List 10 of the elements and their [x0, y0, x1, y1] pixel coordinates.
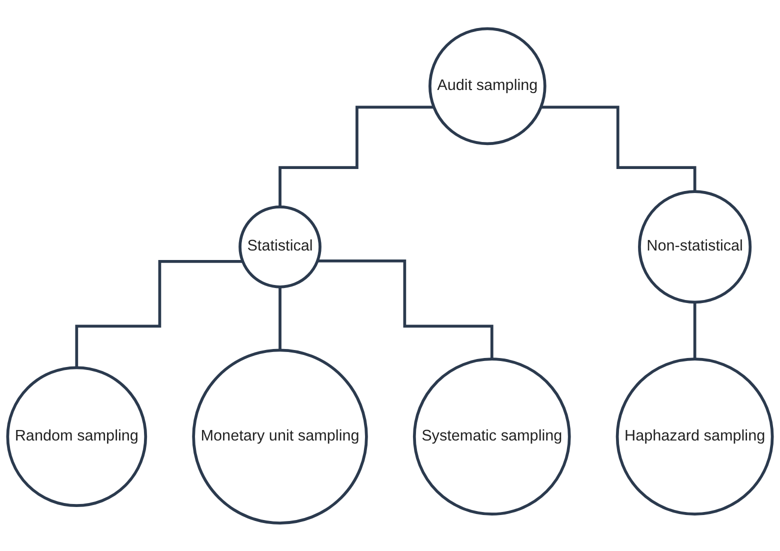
connector — [317, 259, 494, 360]
node-circle: Monetary unit sampling — [192, 348, 368, 524]
connector — [75, 260, 243, 369]
node-circle: Systematic sampling — [412, 357, 571, 516]
node-circle: Random sampling — [6, 366, 148, 507]
node-circle: Statistical — [238, 205, 322, 288]
node-circle: Non-statistical — [638, 190, 752, 304]
node-circle: Audit sampling — [428, 26, 546, 145]
node-circle: Haphazard sampling — [616, 357, 774, 516]
connector — [278, 105, 434, 208]
